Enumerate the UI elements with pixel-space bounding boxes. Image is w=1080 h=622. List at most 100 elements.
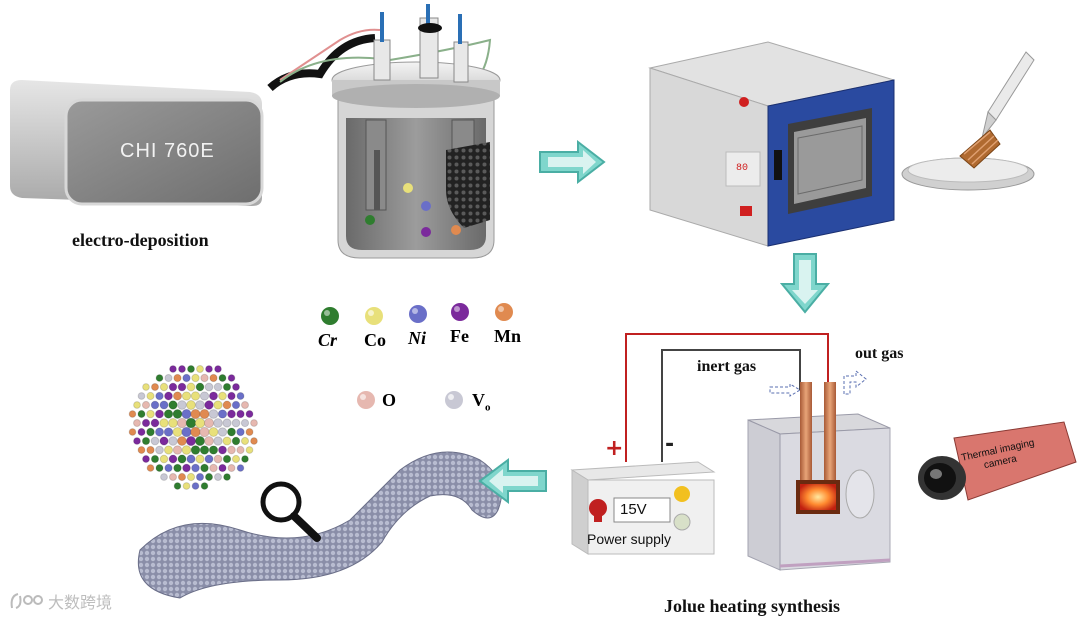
sphere-atom [150,454,160,464]
sphere-atom [163,427,174,437]
sphere-atom [218,391,227,401]
sphere-atom [190,408,201,420]
sphere-atom [227,374,236,382]
inert-gas-label: inert gas [697,358,757,375]
sphere-atom [195,382,205,392]
potentiostat-label: CHI 760E [120,140,215,162]
sphere-atom [223,473,231,481]
sphere-atom [185,417,197,429]
sphere-atom [137,392,146,400]
element-fe: Fe [450,302,484,347]
sphere-atom [178,365,186,373]
sphere-atom [164,373,173,383]
sphere-atom [181,445,192,455]
electrodeposition-label: electro-deposition [72,230,209,250]
sphere-atom [236,445,245,455]
element-cr-label: Cr [318,330,338,350]
element-co: Co [364,306,398,351]
sphere-atom [137,409,146,419]
sphere-atom [240,418,250,428]
sphere-atom [245,446,254,454]
sphere-atom [241,455,249,463]
sphere-atom [204,472,214,482]
oxygen-legend: O [356,390,416,414]
thermal-camera [914,418,1080,518]
sphere-atom [142,383,150,391]
sphere-atom [182,463,191,473]
sphere-atom [195,400,205,410]
sphere-atom [186,472,196,482]
sphere-atom [231,436,241,446]
watermark: 大数跨境 [8,588,112,614]
sphere-atom [159,418,169,428]
sphere-atom [195,472,205,482]
sphere-atom [168,382,178,392]
watermark-logo-icon [10,593,43,609]
sphere-atom [137,427,146,437]
sphere-atom [222,400,232,410]
sphere-atom [214,365,222,373]
sphere-atom [236,391,245,401]
sphere-atom [173,373,182,383]
sphere-atom [222,454,232,464]
sphere-atom [213,436,223,446]
magnifier-icon [255,478,325,548]
sphere-atom [173,463,182,473]
sphere-atom [137,446,146,454]
sphere-atom [213,454,223,464]
sphere-atom [141,418,151,428]
nanoparticle-sphere [124,356,264,496]
sphere-atom [173,482,182,490]
sphere-atom [146,464,155,472]
element-cr: Cr [318,306,354,351]
sphere-atom [168,454,178,464]
sphere-atom [231,418,241,428]
sphere-atom [218,463,227,473]
sphere-atom [203,417,215,429]
sphere-atom [245,410,254,418]
element-mn-label: Mn [494,326,521,346]
arrow-down-icon [779,252,831,314]
nanowire [120,430,540,610]
sphere-atom [200,463,209,473]
sphere-atom [160,473,168,481]
sphere-atom [196,365,204,373]
sphere-atom [128,410,137,418]
sphere-atom [227,409,236,419]
sphere-atom [236,464,245,472]
sphere-atom [182,482,191,490]
sphere-atom [169,365,177,373]
plus-terminal: + [605,436,624,461]
sphere-atom [213,400,223,410]
sphere-atom [213,418,223,428]
sphere-atom [128,428,137,436]
sphere-atom [208,445,219,455]
sphere-atom [199,408,210,420]
vacancy-label: Vo [472,390,491,414]
sphere-atom [208,409,219,419]
sphere-atom [155,445,164,455]
oxygen-label: O [382,390,397,410]
sphere-atom [205,365,213,373]
arrow-right-icon [538,139,608,185]
sphere-atom [133,419,141,427]
sphere-atom [154,427,165,437]
out-gas-arrow-icon [840,366,870,396]
sphere-atom [150,436,160,446]
sphere-atom [199,445,210,455]
sphere-atom [159,436,169,446]
sphere-atom [150,400,160,410]
sphere-atom [200,482,209,490]
minus-terminal: - [665,432,675,457]
sphere-atom [218,373,227,383]
sphere-atom [208,391,219,401]
element-ni-label: Ni [408,328,426,348]
sphere-atom [204,382,214,392]
sphere-atom [146,427,155,437]
sphere-atom [227,463,236,473]
sphere-atom [164,463,173,473]
sphere-atom [141,436,151,446]
drying-oven [648,40,898,250]
sphere-atom [217,409,228,419]
sphere-atom [150,382,160,392]
